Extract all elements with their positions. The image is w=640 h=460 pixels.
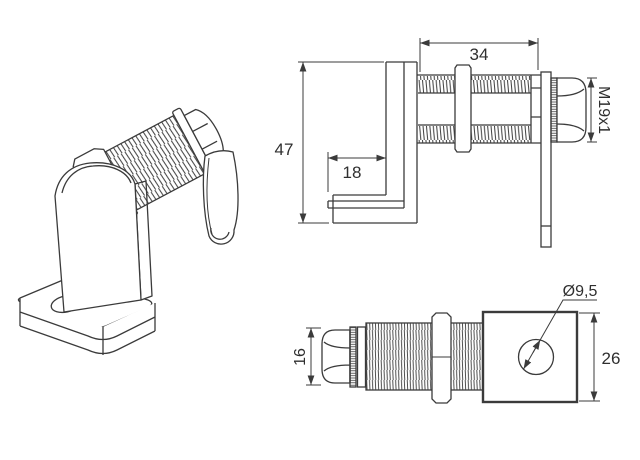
- hex-nut: [556, 77, 587, 143]
- barrel-silhouette: [102, 114, 206, 212]
- serrated-washer-front: [349, 326, 357, 388]
- front-view-dimensions: [306, 299, 600, 402]
- plate-hole: [517, 338, 555, 376]
- hex-nut-front: [321, 329, 351, 384]
- hex-tip-facets: [192, 122, 218, 150]
- cam-strap-edge: [206, 157, 213, 235]
- serrated-washer: [550, 77, 558, 143]
- barrel-threads-front: [365, 322, 484, 391]
- dim-label-thread: M19x1: [595, 86, 612, 134]
- mid-nut-front: [431, 312, 452, 404]
- side-view-dimensions: [298, 38, 597, 224]
- extension-lines: [298, 38, 597, 224]
- isometric-view: [17, 107, 239, 355]
- dim-label-34: 34: [470, 45, 489, 64]
- dim-label-26: 26: [602, 349, 621, 368]
- front-view: 16 Ø9,5 26: [292, 283, 621, 404]
- side-view: 34 47 18 M19x1: [275, 38, 612, 248]
- dim-label-47: 47: [275, 140, 294, 159]
- mounting-nut: [454, 64, 472, 153]
- bracket-profile: [327, 61, 418, 224]
- hex-nut-facets: [556, 88, 585, 132]
- barrel-outline: [417, 74, 541, 144]
- plate-inner-arc: [61, 165, 132, 194]
- hole-leader-arrow2: [532, 339, 541, 353]
- flange-front-fill: [20, 298, 155, 355]
- plate-front-face: [54, 162, 142, 313]
- cam-plate: [540, 71, 552, 248]
- flange-front-edges: [19, 298, 156, 355]
- flat-washer-front: [356, 326, 367, 388]
- dim-label-hole-diameter: Ø9,5: [563, 283, 598, 300]
- thread-band-top: [418, 76, 531, 93]
- cam-strap: [202, 150, 239, 245]
- thread-band-bottom: [418, 126, 531, 143]
- dim-label-16: 16: [292, 348, 309, 366]
- dim-label-18: 18: [343, 163, 362, 182]
